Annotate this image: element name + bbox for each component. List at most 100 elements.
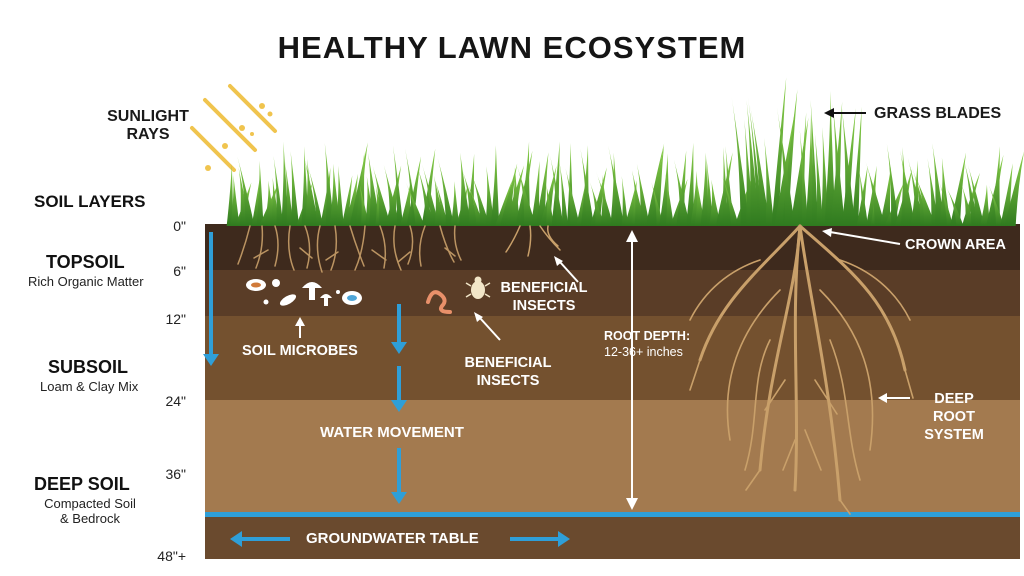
grass-blade xyxy=(814,133,824,226)
grass-blade xyxy=(273,155,284,226)
grass-blade xyxy=(841,106,856,226)
grass-blade xyxy=(437,157,455,226)
grass-blade xyxy=(392,145,404,226)
grass-blade xyxy=(559,162,569,226)
grass-blade xyxy=(230,175,240,226)
soil-layers-heading: SOIL LAYERS xyxy=(34,192,146,211)
groundwater-table-label: GROUNDWATER TABLE xyxy=(306,530,479,547)
grass-blade xyxy=(673,159,691,226)
grass-blade xyxy=(621,175,629,226)
grass-blade xyxy=(406,156,422,226)
subsoil-layer xyxy=(205,316,1020,400)
grass-blade xyxy=(565,168,580,226)
bedrock-layer xyxy=(205,515,1020,559)
grass-icon xyxy=(226,77,1024,226)
grass-blade xyxy=(416,163,434,226)
grass-blade xyxy=(832,103,845,226)
grass-blade xyxy=(238,167,251,226)
grass-blade xyxy=(467,182,484,226)
grass-blade xyxy=(709,179,721,226)
grass-blade xyxy=(799,130,809,226)
deep-soil-layer xyxy=(205,400,1020,515)
depth-marker: 6" xyxy=(173,263,186,279)
grass-blade xyxy=(307,165,324,226)
subsoil-label: SUBSOIL xyxy=(48,357,129,377)
diagram-title: HEALTHY LAWN ECOSYSTEM xyxy=(277,30,747,65)
grass-blade xyxy=(450,181,460,226)
grass-blade xyxy=(256,160,264,226)
depth-marker: 12" xyxy=(165,311,186,327)
grass-blade xyxy=(900,150,916,226)
soil-microbes-label: SOIL MICROBES xyxy=(242,343,358,359)
grass-blade xyxy=(237,156,255,226)
earthworm-icon xyxy=(426,290,452,314)
root-depth-title: ROOT DEPTH: xyxy=(604,329,691,343)
grass-blade xyxy=(284,161,294,226)
deep-soil-label: DEEP SOIL xyxy=(34,474,130,494)
grass-blade xyxy=(851,106,862,226)
pointer-arrows xyxy=(295,228,910,510)
grass-blade xyxy=(979,184,991,226)
grass-blade xyxy=(886,144,899,226)
grass-blade xyxy=(550,155,564,226)
grass-blade xyxy=(226,163,234,226)
topsoil-label: TOPSOIL xyxy=(46,252,125,272)
water-movement-label: WATER MOVEMENT xyxy=(320,424,464,441)
grass-blade xyxy=(858,168,869,226)
grass-blades-label: GRASS BLADES xyxy=(874,105,1002,122)
crown-area-label: CROWN AREA xyxy=(905,237,1006,253)
grass-blade xyxy=(764,137,775,226)
topsoil-layer-lower xyxy=(205,270,1020,316)
grass-blade xyxy=(341,175,353,226)
grass-blade xyxy=(824,90,836,226)
grass-blade xyxy=(490,145,500,226)
depth-marker: 48"+ xyxy=(157,548,186,564)
sunlight-label: SUNLIGHT RAYS xyxy=(107,108,189,143)
grass-blade xyxy=(988,185,1004,226)
grass-blade xyxy=(700,152,710,226)
grass-blade xyxy=(499,163,518,226)
topsoil-layer-upper xyxy=(205,224,1020,270)
grass-blade xyxy=(545,183,555,226)
grass-blade xyxy=(939,181,954,226)
grass-blade xyxy=(383,164,401,226)
grass-blade xyxy=(721,175,740,226)
grass-pointer-arrow xyxy=(824,108,866,118)
grass-blade xyxy=(304,156,319,226)
grass-blade xyxy=(459,152,471,226)
grass-blade xyxy=(281,141,289,226)
grass-blade xyxy=(771,77,787,226)
sun-rays-icon xyxy=(190,84,277,172)
grass-blade xyxy=(589,182,605,226)
groundwater-line xyxy=(205,512,1020,517)
topsoil-description: Rich Organic Matter xyxy=(28,274,144,289)
grass-blade xyxy=(665,173,674,226)
grass-blade xyxy=(747,96,764,226)
beneficial-insects-label-top: BENEFICIAL INSECTS xyxy=(500,280,588,314)
beneficial-insects-label-mid: BENEFICIAL INSECTS xyxy=(464,355,552,389)
microbe-icons xyxy=(246,279,362,306)
grass-blade xyxy=(1004,151,1024,226)
grass-blade xyxy=(535,152,549,226)
grass-blade xyxy=(421,164,440,226)
grass-blade xyxy=(685,142,695,226)
beetle-icon xyxy=(465,276,491,299)
grass-blade xyxy=(372,166,391,226)
deep-soil-description: Compacted Soil & Bedrock xyxy=(44,496,136,526)
arrow-icons xyxy=(203,232,570,547)
grass-blade xyxy=(721,147,729,226)
root-system-icon xyxy=(237,224,914,515)
grass-blade xyxy=(336,165,344,226)
grass-blade xyxy=(530,161,540,226)
grass-blade xyxy=(517,166,536,226)
grass-blade xyxy=(433,175,446,226)
grass-blade xyxy=(470,172,490,226)
grass-blade xyxy=(636,163,650,226)
grass-blade xyxy=(865,161,886,226)
grass-blade xyxy=(368,152,381,226)
grass-blade xyxy=(810,99,819,226)
grass-blade xyxy=(651,182,664,226)
grass-blade xyxy=(495,180,512,226)
grass-blade xyxy=(405,182,425,226)
